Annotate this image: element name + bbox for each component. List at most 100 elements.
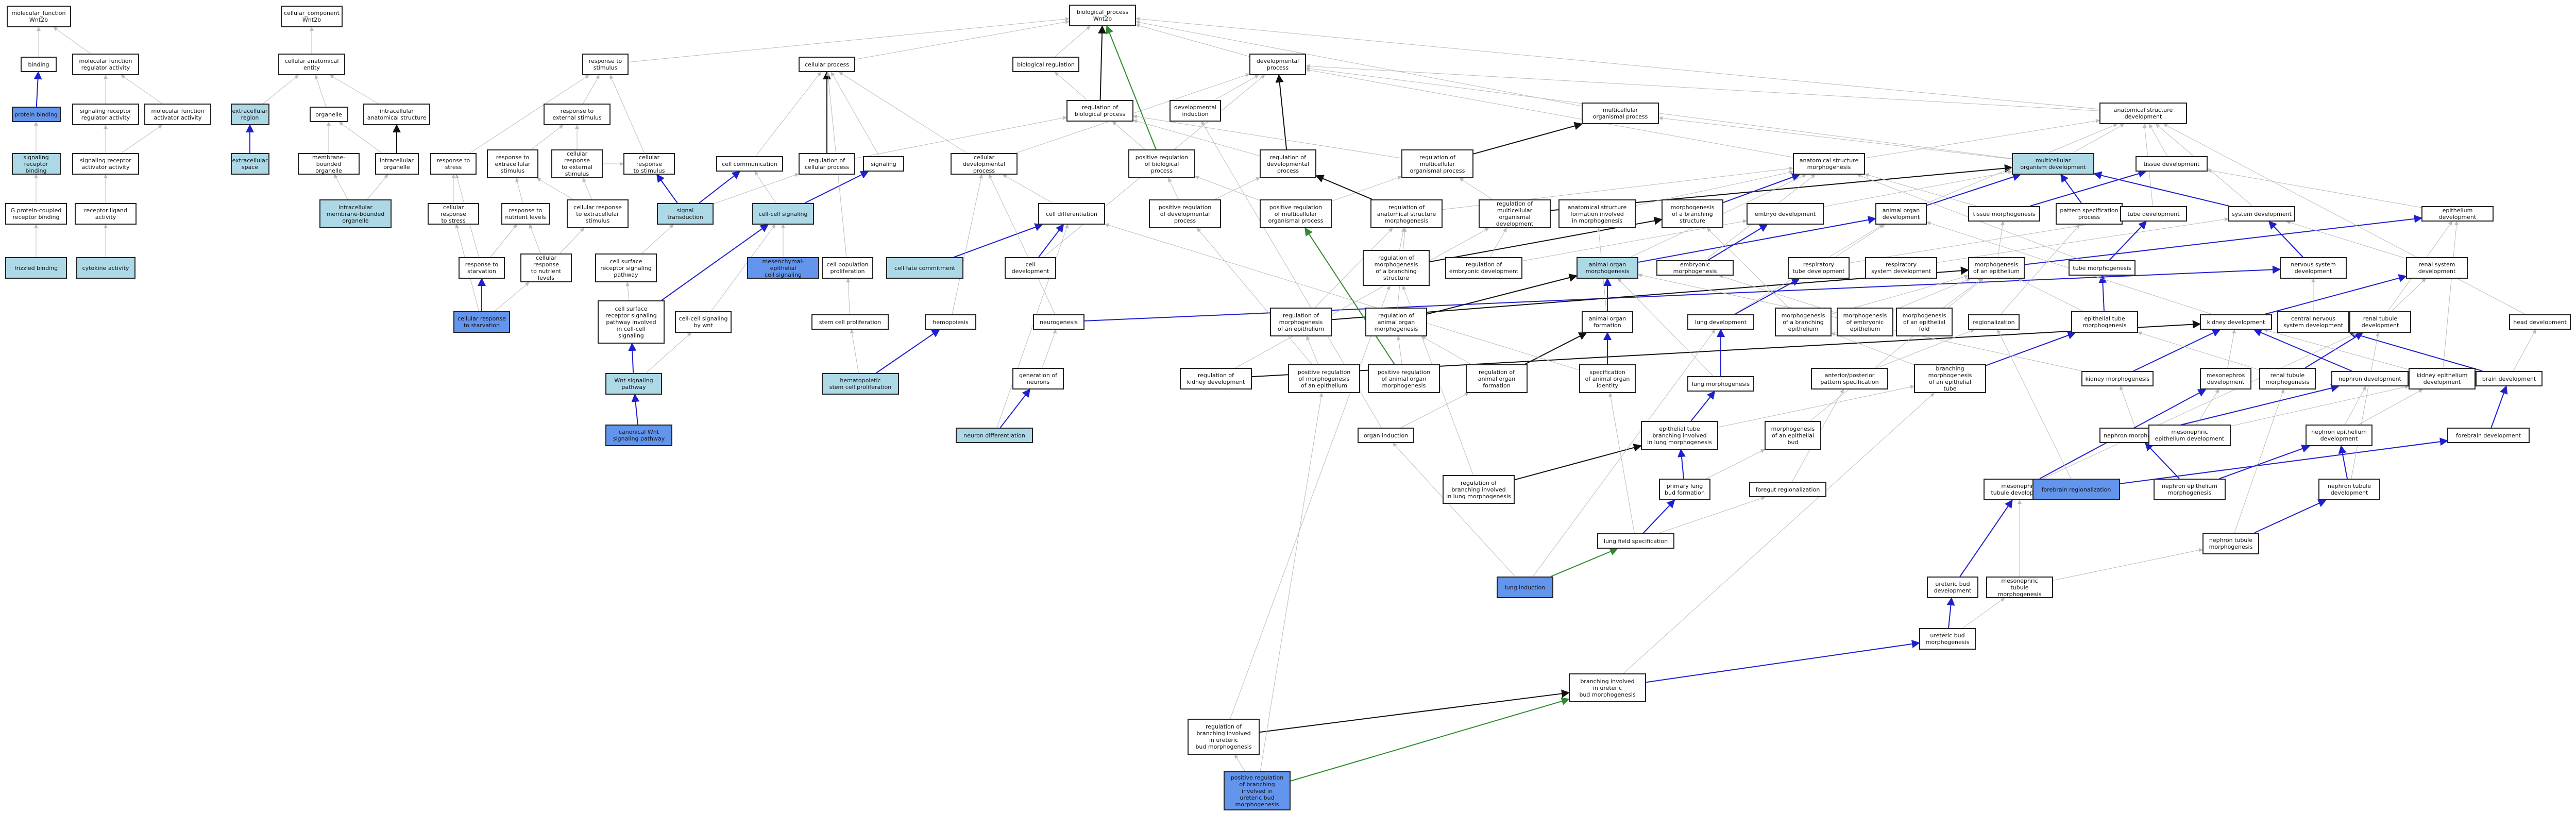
go-term-node-bioreg[interactable]: biological regulation — [1012, 57, 1079, 72]
go-term-node-rtextra[interactable]: response to extracellular stimulus — [487, 149, 538, 178]
go-term-node-canonwnt[interactable]: canonical Wnt signaling pathway — [605, 425, 672, 446]
go-term-node-braindev[interactable]: brain development — [2476, 371, 2543, 386]
go-term-node-asm[interactable]: anatomical structure morphogenesis — [1793, 153, 1865, 175]
go-term-node-moee[interactable]: morphogenesis of embryonic epithelium — [1837, 308, 1893, 336]
go-term-node-intorg[interactable]: intracellular organelle — [375, 153, 419, 175]
go-term-node-organelle[interactable]: organelle — [309, 107, 348, 122]
go-term-node-devproc[interactable]: developmental process — [1249, 54, 1306, 75]
go-term-node-nem[interactable]: nephron epithelium morphogenesis — [2154, 479, 2226, 500]
go-term-node-protbind[interactable]: protein binding — [11, 107, 61, 122]
go-term-node-kidneydev[interactable]: kidney development — [2200, 314, 2272, 330]
go-term-node-tissmorph[interactable]: tissue morphogenesis — [1968, 206, 2040, 222]
go-term-node-stemprolif[interactable]: stem cell proliferation — [811, 314, 889, 330]
go-term-node-mf-wnt[interactable]: molecular_function Wnt2b — [6, 6, 71, 27]
go-term-node-binding[interactable]: binding — [21, 57, 57, 72]
go-term-node-hscp[interactable]: hematopoietic stem cell proliferation — [822, 373, 899, 395]
go-term-node-gon[interactable]: generation of neurons — [1012, 368, 1064, 389]
go-term-node-etm[interactable]: epithelial tube morphogenesis — [2071, 311, 2138, 333]
go-term-node-regembdev[interactable]: regulation of embryonic development — [1445, 257, 1522, 279]
go-term-node-regbio[interactable]: regulation of biological process — [1066, 100, 1133, 122]
go-term-node-csrsp-wnt[interactable]: cell surface receptor signaling pathway … — [598, 300, 665, 344]
go-term-node-wnt[interactable]: Wnt signaling pathway — [605, 373, 662, 395]
go-term-node-imbo[interactable]: intracellular membrane-bounded organelle — [319, 199, 392, 228]
go-term-node-posregdev[interactable]: positive regulation of developmental pro… — [1149, 199, 1221, 228]
go-term-node-celldevproc[interactable]: cellular developmental process — [951, 153, 1018, 175]
go-term-node-neurogenesis[interactable]: neurogenesis — [1033, 314, 1084, 330]
go-term-node-ntd[interactable]: nephron tubule development — [2318, 479, 2380, 500]
go-term-node-crtextra[interactable]: cellular response to extracellular stimu… — [567, 199, 629, 228]
go-term-node-nephdev[interactable]: nephron development — [2331, 371, 2409, 386]
go-term-node-rts[interactable]: response to stimulus — [582, 54, 629, 75]
go-term-node-rtstress[interactable]: response to stress — [430, 153, 477, 175]
go-term-node-epidev[interactable]: epithelium development — [2421, 206, 2494, 222]
go-term-node-fbreg[interactable]: forebrain regionalization — [2032, 479, 2120, 500]
go-term-node-mecs[interactable]: mesenchymal-epithelial cell signaling — [747, 257, 819, 279]
go-term-node-headdev[interactable]: head development — [2509, 314, 2571, 330]
go-term-node-csrsp[interactable]: cell surface receptor signaling pathway — [595, 253, 657, 282]
go-term-node-regmulti[interactable]: regulation of multicellular organismal p… — [1401, 149, 1473, 178]
go-term-node-tissdev[interactable]: tissue development — [2136, 156, 2208, 172]
go-term-node-regmoae[interactable]: regulation of morphogenesis of an epithe… — [1270, 308, 1332, 336]
go-term-node-regbilm[interactable]: regulation of branching involved in lung… — [1443, 475, 1515, 504]
go-term-node-cellproc[interactable]: cellular process — [799, 57, 855, 72]
go-term-node-tubemorph[interactable]: tube morphogenesis — [2069, 260, 2136, 276]
go-term-node-srb[interactable]: signaling receptor binding — [11, 153, 61, 175]
go-term-node-foregut[interactable]: foregut regionalization — [1749, 482, 1826, 497]
go-term-node-lungind[interactable]: lung induction — [1497, 577, 1553, 598]
go-term-node-kidmorph[interactable]: kidney morphogenesis — [2081, 371, 2154, 386]
go-term-node-soai[interactable]: specification of animal organ identity — [1579, 364, 1636, 393]
go-term-node-moae[interactable]: morphogenesis of an epithelium — [1968, 257, 2025, 279]
go-term-node-celldev[interactable]: cell development — [1005, 257, 1056, 279]
go-term-node-regcell[interactable]: regulation of cellular process — [799, 153, 855, 175]
go-term-node-crtes[interactable]: cellular response to external stimulus — [551, 149, 603, 178]
go-term-node-embmorph[interactable]: embryonic morphogenesis — [1656, 260, 1734, 276]
go-term-node-frizzled[interactable]: frizzled binding — [5, 257, 67, 279]
go-term-node-crts[interactable]: cellular response to stimulus — [623, 153, 675, 175]
go-term-node-lfs[interactable]: lung field specification — [1597, 533, 1674, 549]
go-term-node-rtubdev[interactable]: renal tubule development — [2349, 311, 2411, 333]
go-term-node-neurodiff[interactable]: neuron differentiation — [956, 428, 1033, 443]
go-term-node-posregaom[interactable]: positive regulation of animal organ morp… — [1368, 364, 1440, 393]
go-term-node-crstarv[interactable]: cellular response to starvation — [453, 311, 510, 333]
go-term-node-orgind[interactable]: organ induction — [1358, 428, 1414, 443]
go-term-node-aom[interactable]: animal organ morphogenesis — [1577, 257, 1638, 279]
go-term-node-celldiff[interactable]: cell differentiation — [1038, 203, 1105, 225]
go-term-node-rtstarv[interactable]: response to starvation — [459, 257, 505, 279]
go-term-node-tubedev[interactable]: tube development — [2120, 206, 2187, 222]
go-term-node-regionalization[interactable]: regionalization — [1968, 314, 2020, 330]
go-term-node-mobe[interactable]: morphogenesis of a branching epithelium — [1775, 308, 1832, 336]
go-term-node-mtm[interactable]: mesonephric tubule morphogenesis — [1986, 577, 2053, 598]
go-term-node-bmoet[interactable]: branching morphogenesis of an epithelial… — [1914, 364, 1986, 393]
go-term-node-bp-wnt[interactable]: biological_process Wnt2b — [1069, 5, 1136, 26]
go-term-node-posregmoae[interactable]: positive regulation of morphogenesis of … — [1288, 364, 1360, 393]
go-term-node-srac[interactable]: signaling receptor activator activity — [72, 153, 139, 175]
go-term-node-ubm[interactable]: ureteric bud morphogenesis — [1919, 628, 1976, 650]
go-term-node-rtubmorph[interactable]: renal tubule morphogenesis — [2259, 368, 2316, 389]
go-term-node-sysdev[interactable]: system development — [2228, 206, 2295, 222]
go-term-node-mfaa[interactable]: molecular function activator activity — [144, 104, 211, 125]
go-term-node-posregmulti[interactable]: positive regulation of multicellular org… — [1260, 199, 1332, 228]
go-term-node-ubd[interactable]: ureteric bud development — [1927, 577, 1978, 598]
go-term-node-regdev[interactable]: regulation of developmental process — [1260, 149, 1316, 178]
go-term-node-crtnl[interactable]: cellular response to nutrient levels — [520, 253, 572, 282]
go-term-node-posregbiubm[interactable]: positive regulation of branching involve… — [1224, 771, 1291, 810]
go-term-node-cnsd[interactable]: central nervous system development — [2277, 311, 2349, 333]
go-term-node-nsd[interactable]: nervous system development — [2280, 257, 2347, 279]
go-term-node-mbo[interactable]: membrane-bounded organelle — [298, 153, 360, 175]
go-term-node-plbf[interactable]: primary lung bud formation — [1659, 479, 1710, 500]
go-term-node-hemopoiesis[interactable]: hemopoiesis — [925, 314, 976, 330]
go-term-node-regasm[interactable]: regulation of anatomical structure morph… — [1370, 199, 1443, 228]
go-term-node-crstress[interactable]: cellular response to stress — [428, 203, 479, 225]
go-term-node-lungdev[interactable]: lung development — [1687, 314, 1754, 330]
go-term-node-biubm[interactable]: branching involved in ureteric bud morph… — [1569, 673, 1646, 702]
go-term-node-lungmorph[interactable]: lung morphogenesis — [1687, 376, 1754, 392]
go-term-node-cellpop[interactable]: cell population proliferation — [822, 257, 873, 279]
go-term-node-gpcr[interactable]: G protein-coupled receptor binding — [5, 203, 67, 225]
go-term-node-ccsig[interactable]: cell-cell signaling — [752, 203, 814, 225]
go-term-node-rtnl[interactable]: response to nutrient levels — [501, 203, 550, 225]
go-term-node-mfra[interactable]: molecular function regulator activity — [72, 54, 139, 75]
go-term-node-rtes[interactable]: response to external stimulus — [544, 104, 611, 125]
go-term-node-asd[interactable]: anatomical structure development — [2099, 103, 2187, 124]
go-term-node-rtd[interactable]: respiratory tube development — [1788, 257, 1850, 279]
go-term-node-rensd[interactable]: renal system development — [2406, 257, 2468, 279]
